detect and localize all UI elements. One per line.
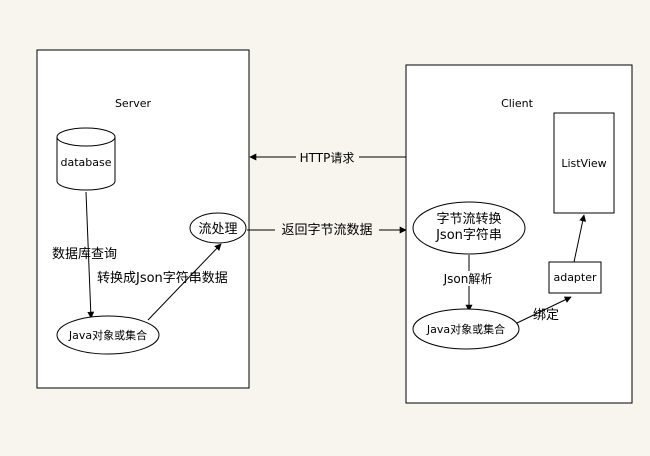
server-objects-label: Java对象或集合 <box>68 328 147 342</box>
convert-label: 转换成Json字符串数据 <box>97 270 228 286</box>
http-request-label: HTTP请求 <box>300 151 355 165</box>
json-parse-label: Json解析 <box>443 272 493 286</box>
listview-label: ListView <box>561 157 606 170</box>
stream-process-label: 流处理 <box>198 222 237 237</box>
database-label: database <box>61 156 112 169</box>
client-objects-ellipse <box>412 308 520 350</box>
query-arrow <box>85 191 95 319</box>
convert-arrow <box>147 243 222 321</box>
stream-convert-line2: Json字符串 <box>435 227 502 243</box>
client-objects-label: Java对象或集合 <box>426 322 505 336</box>
return-stream-label: 返回字节流数据 <box>281 223 372 238</box>
listview-box <box>553 112 615 214</box>
bind-label: 绑定 <box>533 308 559 323</box>
bind-arrow <box>516 296 572 324</box>
client-title: Client <box>501 97 534 110</box>
database-cylinder <box>56 127 116 191</box>
query-label: 数据库查询 <box>52 246 117 262</box>
adapter-label: adapter <box>553 271 597 284</box>
stream-convert-line1: 字节流转换 <box>436 212 501 227</box>
stream-process-ellipse <box>189 212 247 244</box>
server-title: Server <box>115 97 152 110</box>
adapter-box <box>548 261 602 294</box>
server-objects-ellipse <box>56 315 160 355</box>
adapter-to-listview-arrow <box>573 214 587 263</box>
stream-convert-ellipse <box>412 201 526 255</box>
